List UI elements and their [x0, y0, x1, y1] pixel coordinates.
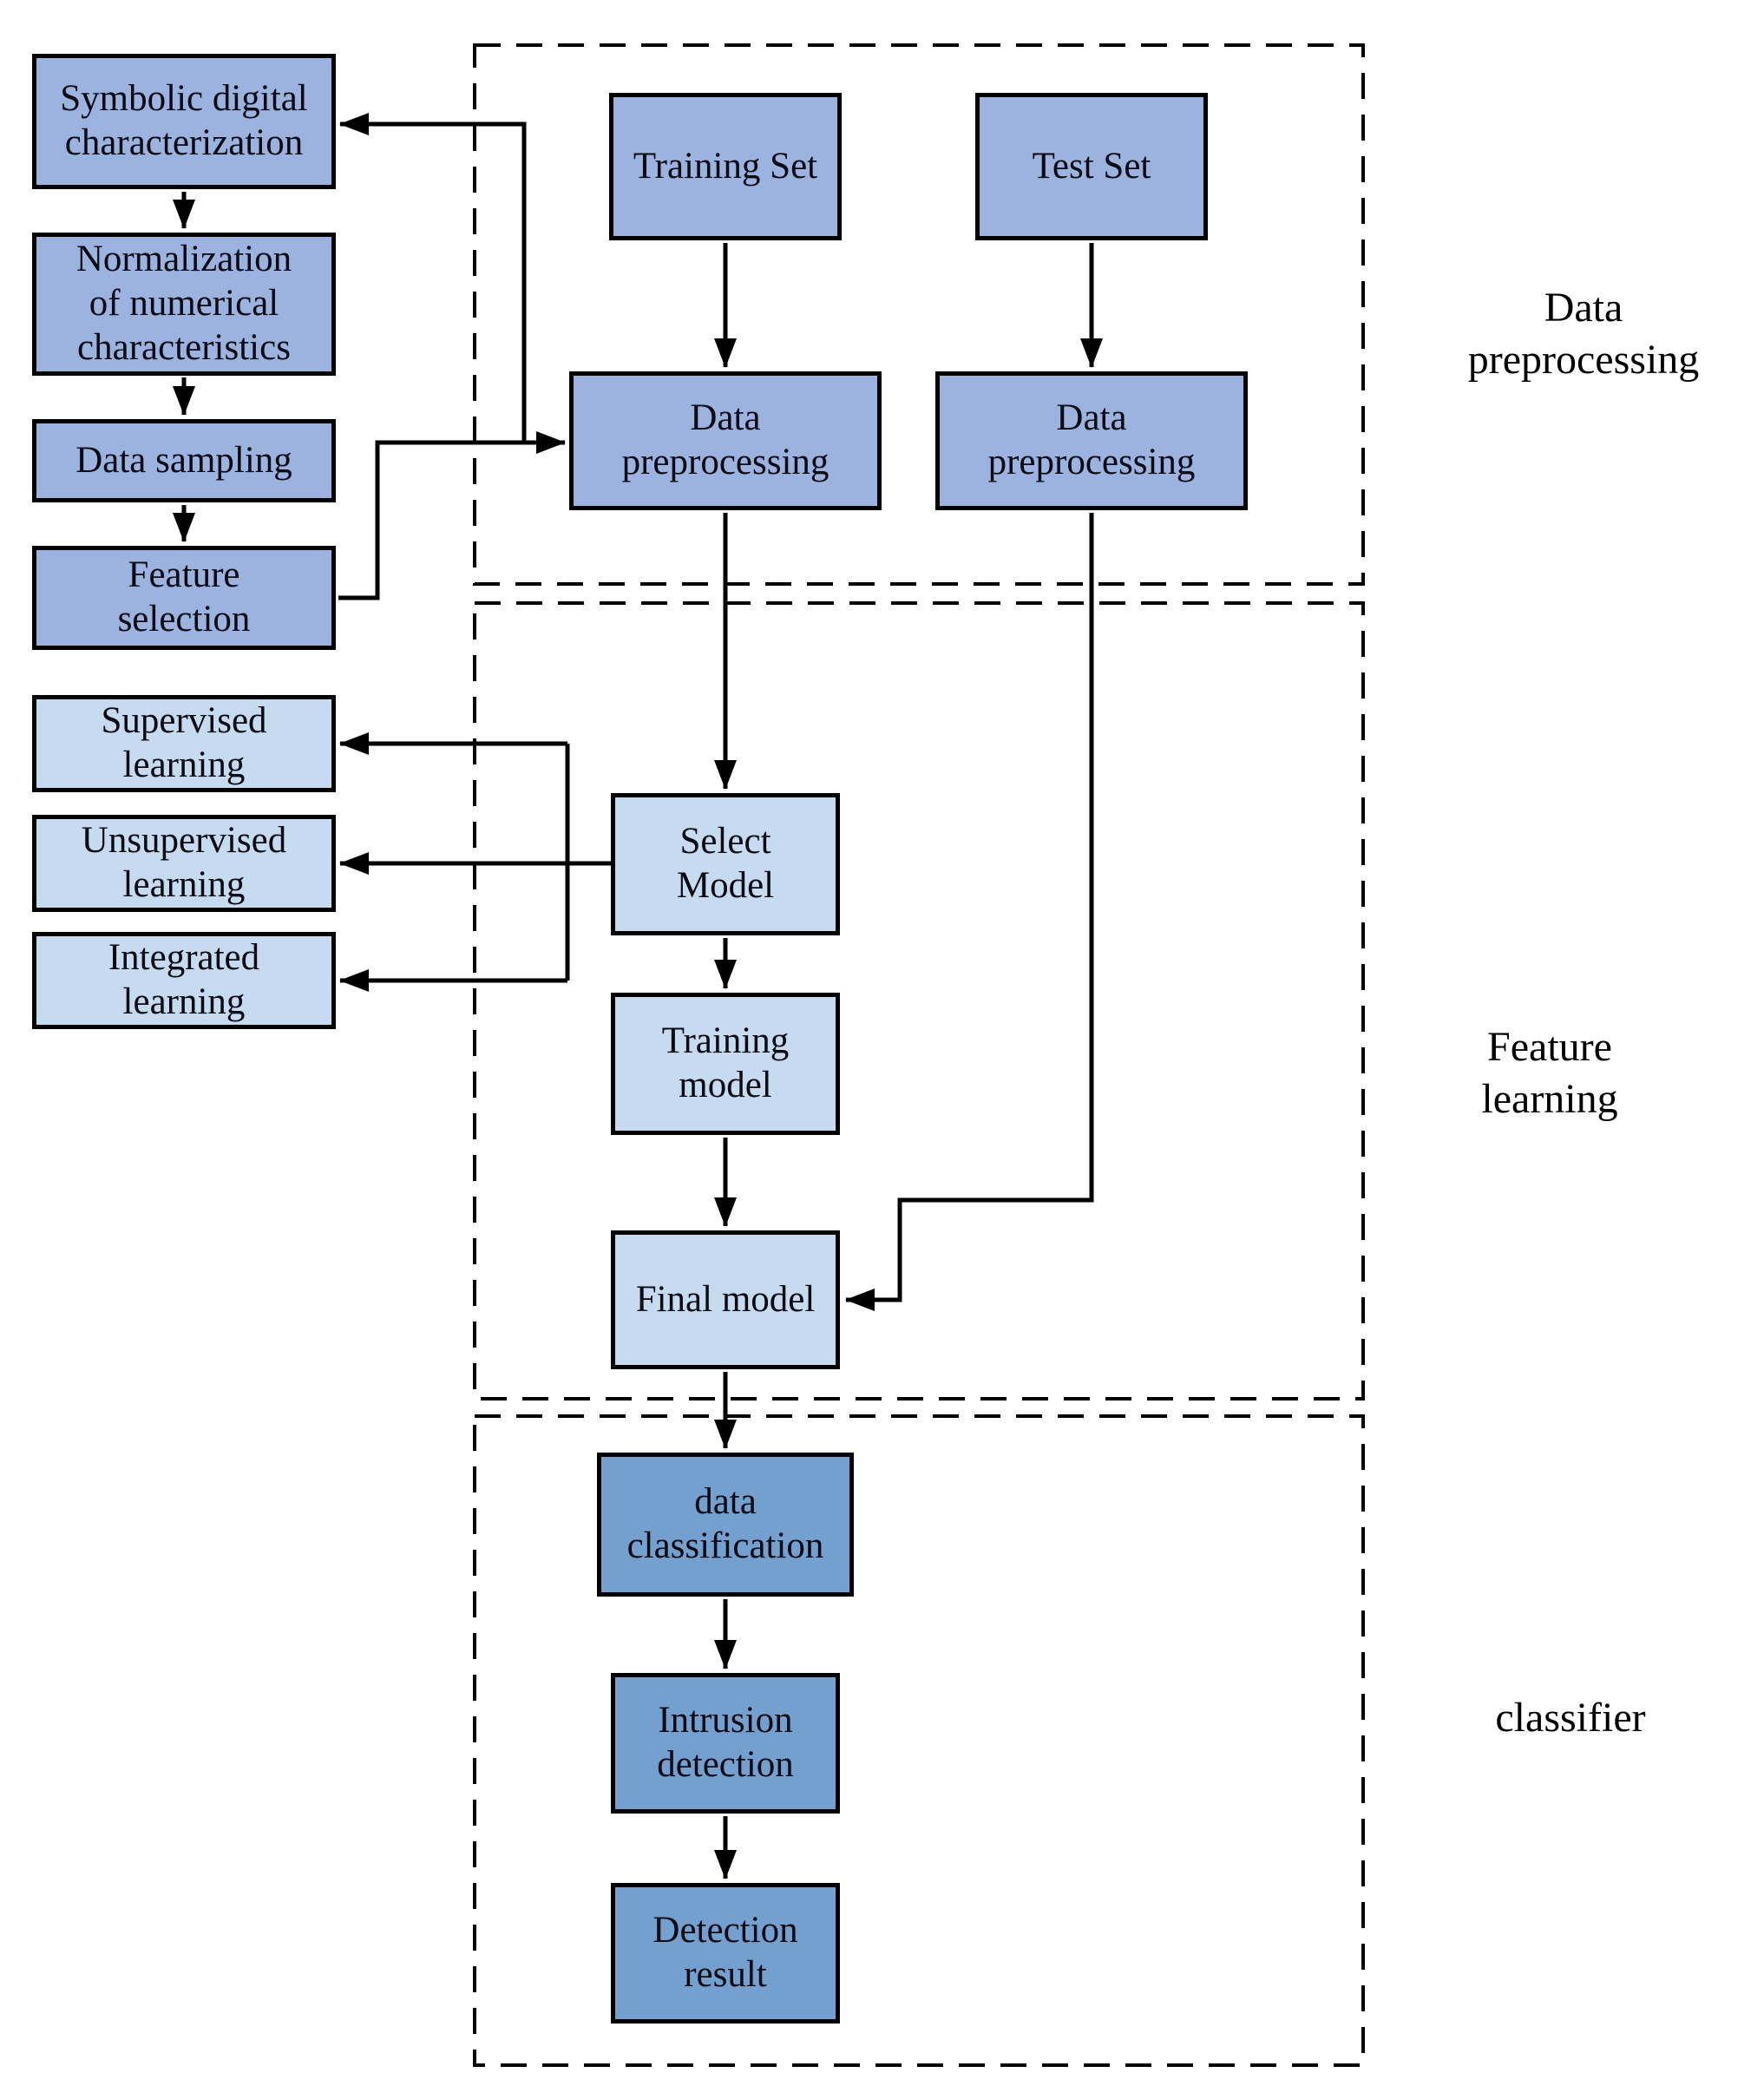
node-label-feature-selection: Feature selection	[117, 554, 251, 640]
node-detection-result: Detection result	[611, 1883, 840, 2024]
region-data-preprocessing	[473, 43, 1365, 586]
node-normalization-of-numerical-characteristics: Normalization of numerical characteristi…	[32, 233, 336, 376]
node-label-data-classification: data classification	[626, 1481, 824, 1566]
edge-test-preprocessing-to-final-model	[845, 513, 1094, 1311]
node-label-symbolic-digital-characterization: Symbolic digital characterization	[60, 78, 308, 163]
node-data-sampling: Data sampling	[32, 419, 336, 502]
node-label-intrusion-detection: Intrusion detection	[657, 1700, 794, 1785]
node-feature-selection: Feature selection	[32, 546, 336, 650]
node-data-preprocessing-train: Data preprocessing	[569, 371, 882, 510]
region-classifier	[473, 1414, 1365, 2067]
edge-loop-to-symbolic	[339, 113, 527, 443]
node-data-classification: data classification	[597, 1453, 854, 1597]
node-integrated-learning: Integrated learning	[32, 932, 336, 1029]
node-training-set: Training Set	[609, 93, 842, 240]
node-label-unsupervised-learning: Unsupervised learning	[81, 820, 287, 905]
node-symbolic-digital-characterization: Symbolic digital characterization	[32, 54, 336, 189]
node-test-set: Test Set	[975, 93, 1208, 240]
node-training-model: Training model	[611, 993, 840, 1135]
zone-label-data-preprocessing: Data preprocessing	[1467, 285, 1700, 383]
dashed-region-layer	[473, 43, 1365, 2067]
node-label-final-model: Final model	[635, 1278, 816, 1320]
node-label-training-model: Training model	[661, 1020, 790, 1105]
node-intrusion-detection: Intrusion detection	[611, 1673, 840, 1814]
node-label-normalization-of-numerical-characteristics: Normalization of numerical characteristi…	[75, 239, 292, 368]
node-unsupervised-learning: Unsupervised learning	[32, 815, 336, 912]
node-supervised-learning: Supervised learning	[32, 695, 336, 792]
node-data-preprocessing-test: Data preprocessing	[935, 371, 1248, 510]
node-label-training-set: Training Set	[633, 145, 818, 187]
edge-feature-selection-to-preprocessing	[338, 431, 566, 600]
node-final-model: Final model	[611, 1230, 840, 1369]
node-label-select-model: Select Model	[676, 821, 775, 906]
region-feature-learning	[473, 601, 1365, 1400]
node-label-data-sampling: Data sampling	[75, 439, 292, 481]
edge-layer	[173, 113, 1103, 1879]
zone-label-classifier: classifier	[1495, 1695, 1646, 1741]
node-select-model: Select Model	[611, 793, 840, 935]
node-label-integrated-learning: Integrated learning	[108, 937, 260, 1022]
node-label-test-set: Test Set	[1032, 145, 1151, 187]
node-label-detection-result: Detection result	[652, 1910, 798, 1995]
node-label-supervised-learning: Supervised learning	[101, 700, 267, 785]
zone-label-feature-learning: Feature learning	[1481, 1024, 1618, 1122]
node-label-data-preprocessing-test: Data preprocessing	[987, 397, 1196, 482]
node-label-data-preprocessing-train: Data preprocessing	[621, 397, 830, 482]
